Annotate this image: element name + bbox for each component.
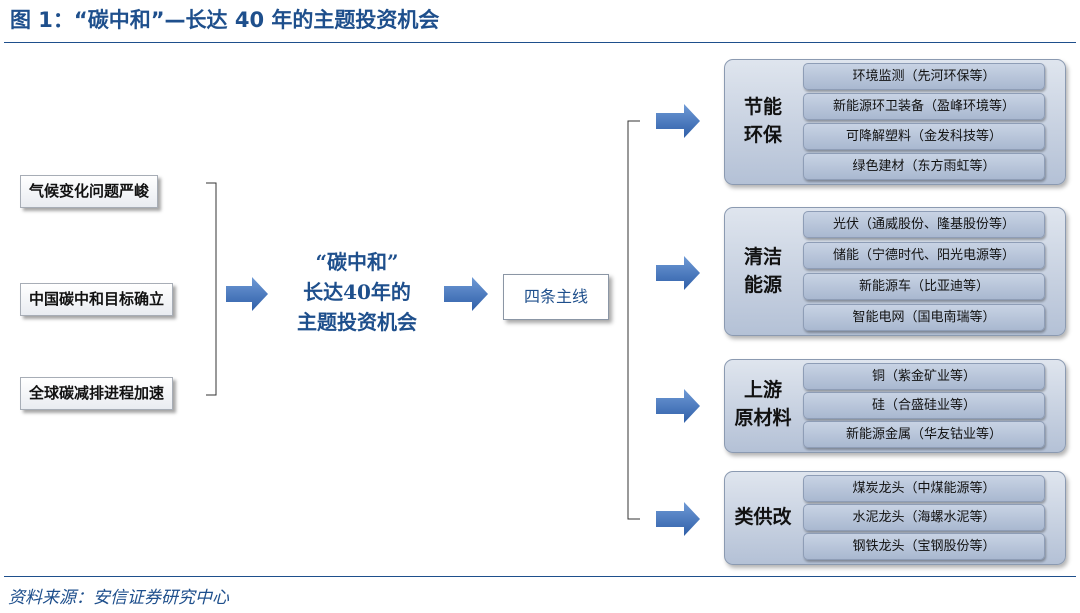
theme-item: 水泥龙头（海螺水泥等）	[803, 504, 1045, 531]
theme-label-line: 类供改	[734, 506, 792, 528]
theme-item: 储能（宁德时代、阳光电源等）	[803, 242, 1045, 269]
theme-label-line: 节能	[743, 96, 782, 118]
cause-box: 全球碳减排进程加速	[20, 377, 174, 410]
theme-label-line: 能源	[743, 274, 782, 296]
theme-item: 新能源车（比亚迪等）	[803, 273, 1045, 300]
arrow-icon	[656, 104, 700, 138]
cause-bracket	[206, 182, 217, 396]
theme-label: 清洁 能源	[726, 243, 800, 299]
theme-item: 绿色建材（东方雨虹等）	[803, 153, 1045, 180]
cause-box: 气候变化问题严峻	[20, 175, 159, 208]
central-theme-line: 主题投资机会	[297, 310, 417, 334]
theme-item: 光伏（通威股份、隆基股份等）	[803, 211, 1045, 238]
theme-label-line: 原材料	[734, 407, 792, 429]
theme-item: 可降解塑料（金发科技等）	[803, 123, 1045, 150]
central-theme: “碳中和” 长达40年的 主题投资机会	[272, 247, 442, 337]
arrow-icon	[656, 502, 700, 536]
central-theme-line: “碳中和”	[315, 250, 399, 274]
theme-label: 上游 原材料	[726, 376, 800, 432]
theme-label: 节能 环保	[726, 93, 800, 149]
cause-box: 中国碳中和目标确立	[20, 283, 174, 316]
theme-label-line: 环保	[743, 124, 782, 146]
theme-item: 新能源环卫装备（盈峰环境等）	[803, 93, 1045, 120]
arrow-icon	[226, 277, 268, 311]
theme-label-line: 上游	[743, 379, 782, 401]
source-note: 资料来源：安信证券研究中心	[8, 588, 229, 608]
theme-item: 新能源金属（华友钴业等）	[803, 421, 1045, 448]
arrow-icon	[656, 256, 700, 290]
theme-item: 钢铁龙头（宝钢股份等）	[803, 533, 1045, 560]
arrow-icon	[444, 277, 488, 311]
top-rule	[4, 42, 1076, 43]
theme-item: 硅（合盛硅业等）	[803, 392, 1045, 419]
figure-title: 图 1：“碳中和”—长达 40 年的主题投资机会	[10, 8, 440, 32]
theme-item: 煤炭龙头（中煤能源等）	[803, 475, 1045, 502]
bottom-rule	[4, 576, 1076, 577]
theme-label-line: 清洁	[743, 246, 782, 268]
theme-item: 环境监测（先河环保等）	[803, 63, 1045, 90]
central-theme-line: 长达40年的	[303, 280, 411, 304]
theme-item: 铜（紫金矿业等）	[803, 363, 1045, 390]
main-lines-box: 四条主线	[503, 274, 609, 320]
theme-bracket	[627, 120, 640, 520]
arrow-icon	[656, 389, 700, 423]
theme-item: 智能电网（国电南瑞等）	[803, 304, 1045, 331]
theme-label: 类供改	[726, 503, 800, 531]
